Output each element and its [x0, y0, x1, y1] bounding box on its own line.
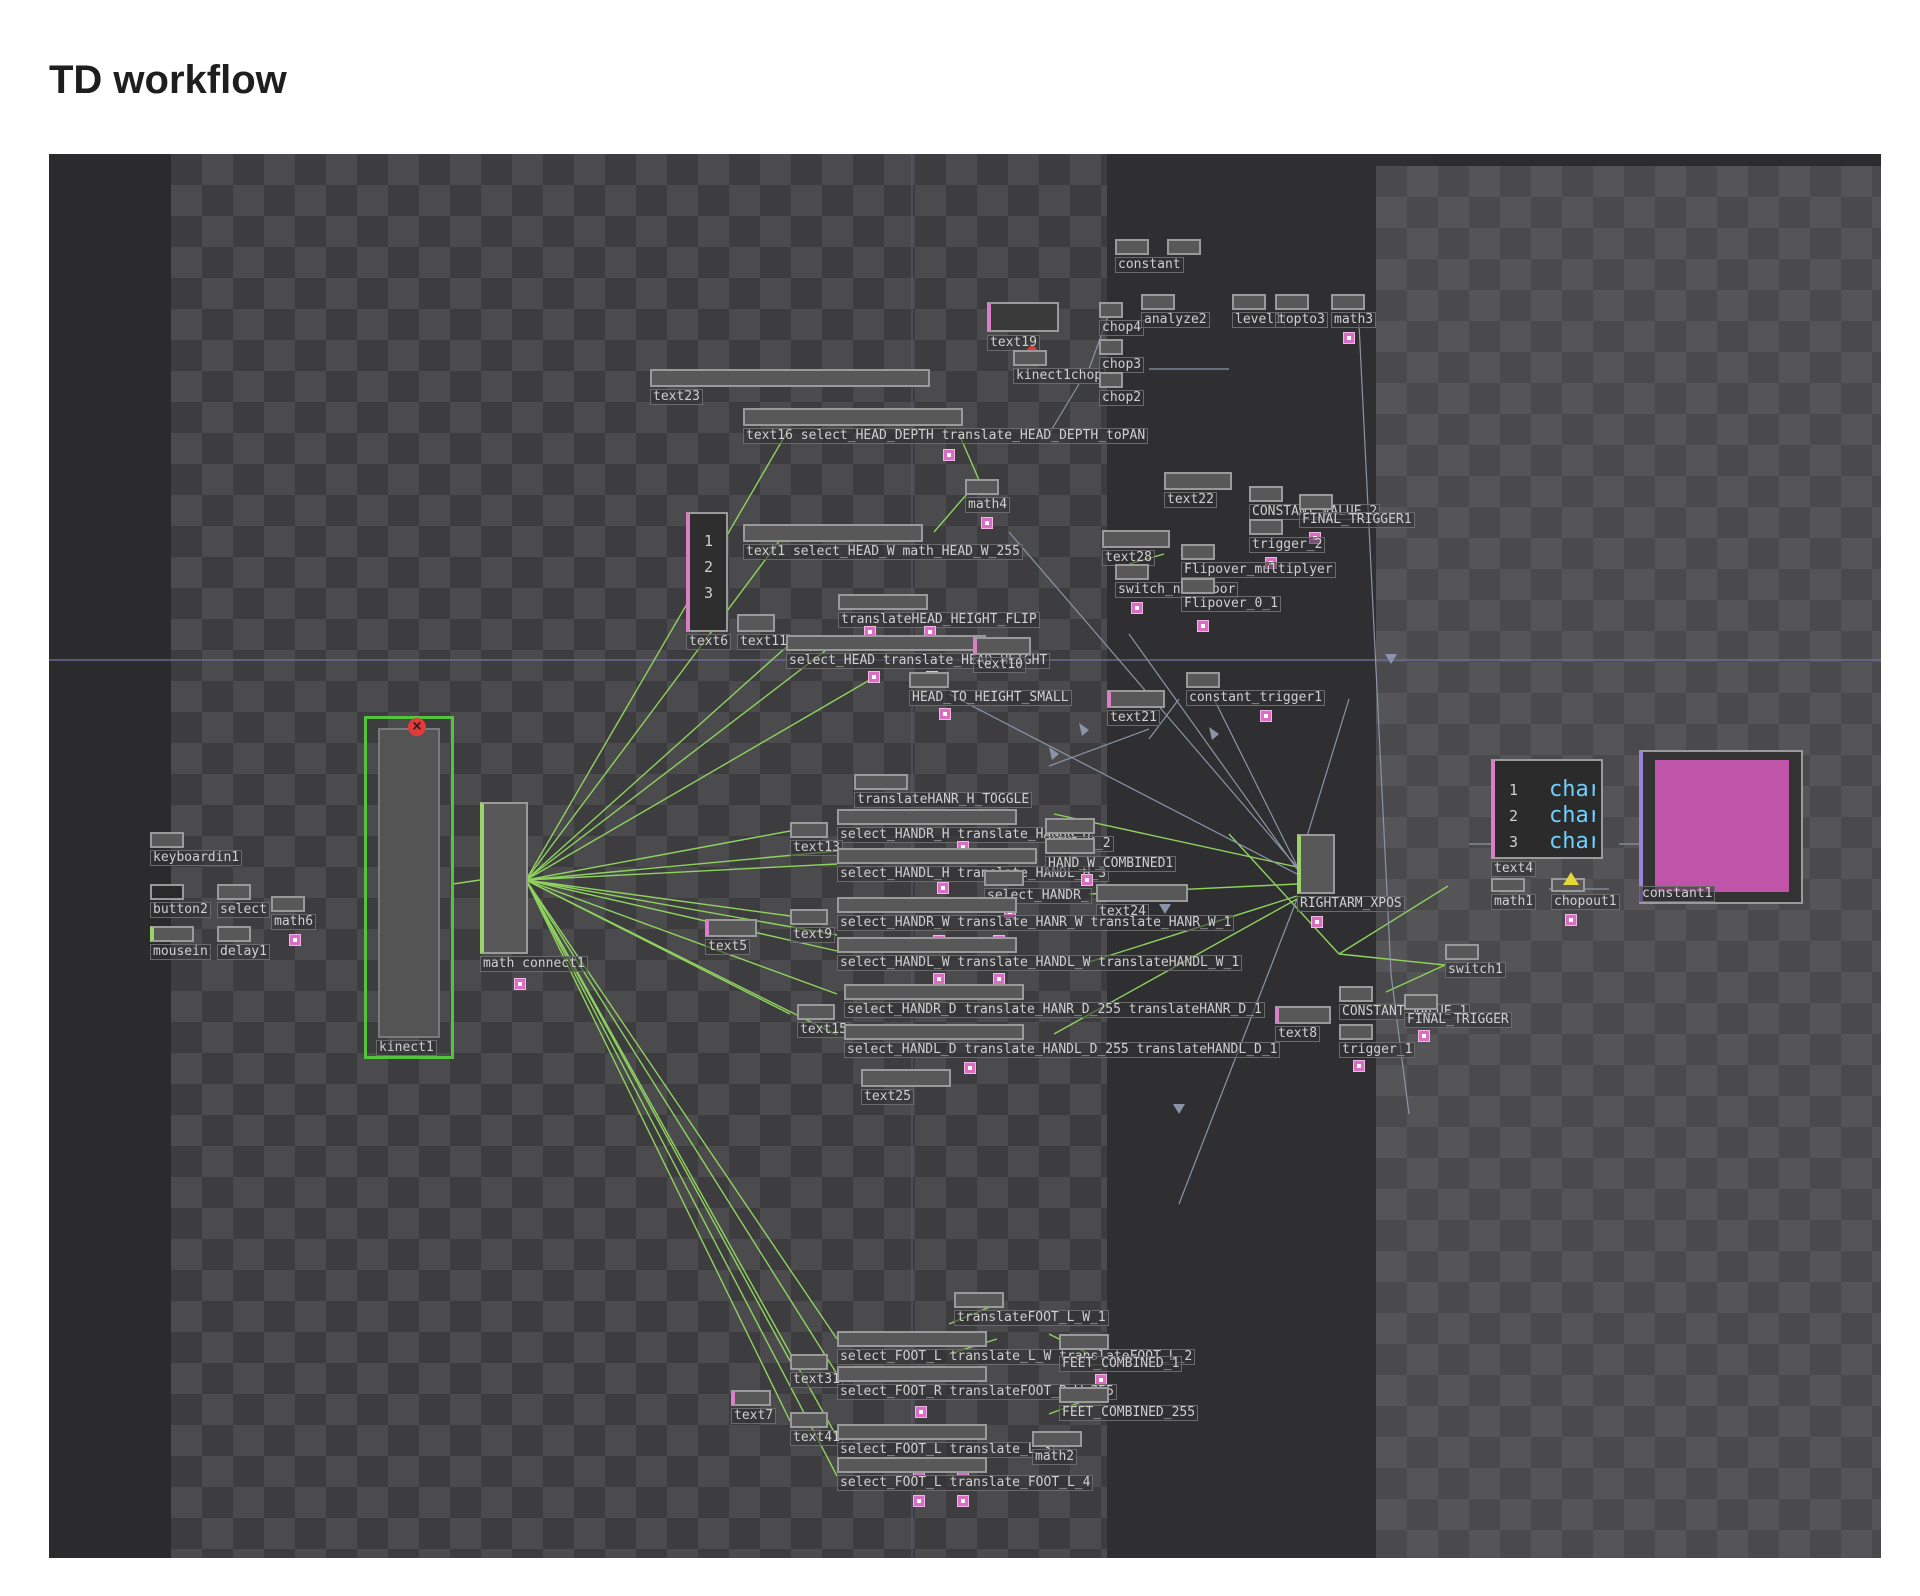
node-label: text10 — [973, 657, 1026, 673]
viewer-flag-icon[interactable] — [915, 1406, 927, 1418]
node-label: text21 — [1107, 710, 1160, 726]
node-label: keyboardin1 — [150, 850, 243, 866]
node-label: text9 — [790, 927, 836, 943]
viewer-flag-icon[interactable] — [1353, 1060, 1365, 1072]
green-wires — [452, 433, 1449, 1477]
node-label: select_HANDL_W translate_HANDL_W transla… — [837, 955, 1243, 971]
kinect1-preview — [378, 728, 440, 1038]
viewer-flag-icon[interactable] — [868, 671, 880, 683]
node-label: math2 — [1032, 1449, 1078, 1465]
node-label: delay1 — [217, 944, 270, 960]
viewer-flag-icon[interactable] — [1081, 874, 1093, 886]
node-label: select — [217, 902, 270, 918]
node-label: translateHEAD_HEIGHT_FLIP — [838, 612, 1040, 628]
viewer-flag-icon[interactable] — [514, 978, 526, 990]
node-label: select_HANDL_H translate_HANDL_H_3 — [837, 866, 1110, 882]
node-label: text7 — [731, 1408, 777, 1424]
node-label: text4 — [1491, 861, 1537, 877]
node-label: translateFOOT_L_W_1 — [954, 1310, 1109, 1326]
viewer-flag-icon[interactable] — [1565, 914, 1577, 926]
node-label: translateHANR_H_TOGGLE — [854, 792, 1033, 808]
node-label: mousein — [150, 944, 211, 960]
node-label: select_HANDR_W translate_HANR_W translat… — [837, 915, 1235, 931]
node-label: select_FOOT_L translate_L_3 — [837, 1442, 1055, 1458]
viewer-flag-icon[interactable] — [1197, 620, 1209, 632]
node-label: chop2 — [1099, 390, 1145, 406]
node-label: text22 — [1164, 492, 1217, 508]
viewer-flag-icon[interactable] — [289, 934, 301, 946]
node-label: chopout1 — [1551, 894, 1620, 910]
node-label: kinect1chop — [1013, 368, 1106, 384]
node-label: text31 — [790, 1372, 843, 1388]
node-label: text13 — [790, 840, 843, 856]
node-label: analyze2 — [1141, 312, 1210, 328]
network-editor-canvas[interactable]: constant chop4 analyze2 level1 topto3 ma… — [49, 154, 1881, 1558]
node-label: text41 — [790, 1430, 843, 1446]
viewer-flag-icon[interactable] — [957, 1495, 969, 1507]
node-label: chop3 — [1099, 357, 1145, 373]
viewer-flag-icon[interactable] — [1343, 332, 1355, 344]
node-label: constant — [1115, 257, 1184, 273]
error-icon: × — [408, 718, 426, 736]
node-label: math1 — [1491, 894, 1537, 910]
node-label: select_HANDR_D translate_HANR_D_255 tran… — [844, 1002, 1265, 1018]
node-label: math6 — [271, 914, 317, 930]
node-label: text23 — [650, 389, 703, 405]
node-label: text28 — [1102, 550, 1155, 566]
page-title: TD workflow — [49, 58, 287, 102]
viewer-flag-icon[interactable] — [964, 1062, 976, 1074]
node-label: HEAD_TO_HEIGHT_SMALL — [909, 690, 1072, 706]
constant1-preview-swatch — [1655, 760, 1789, 892]
viewer-flag-icon[interactable] — [1418, 1030, 1430, 1042]
node-label: Flipover_multiplyer — [1181, 562, 1336, 578]
node-label: switch1 — [1445, 962, 1506, 978]
node-label: FINAL_TRIGGER — [1404, 1012, 1512, 1028]
node-label: select_FOOT_L translate_FOOT_L_4 — [837, 1475, 1094, 1491]
node-label: constant_trigger1 — [1186, 690, 1326, 706]
node-label: select_FOOT_R translateFOOT_R_W_255 — [837, 1384, 1117, 1400]
node-label: text5 — [705, 939, 751, 955]
node-label: text6 — [686, 634, 732, 650]
node-label: level1 — [1232, 312, 1285, 328]
node-label: trigger_1 — [1339, 1042, 1416, 1058]
node-label: select_HANDL_D translate_HANDL_D_255 tra… — [844, 1042, 1281, 1058]
node-label: topto3 — [1275, 312, 1328, 328]
node-label: text19 — [987, 335, 1040, 351]
node-label: Flipover_0_1 — [1181, 596, 1281, 612]
node-label: select_HANDR_H translate_HANDR_H — [837, 827, 1094, 843]
node-label: trigger_2 — [1249, 537, 1326, 553]
viewer-flag-icon[interactable] — [939, 708, 951, 720]
node-label: text15 — [797, 1022, 850, 1038]
node-label: text16 select_HEAD_DEPTH translate_HEAD_… — [743, 428, 1149, 444]
node-label: FEET_COMBINED_1 — [1059, 1356, 1183, 1372]
node-label: chop4 — [1099, 320, 1145, 336]
node-label: text8 — [1275, 1026, 1321, 1042]
node-label: text11 — [737, 634, 790, 650]
node-label: RIGHTARM_XPOS — [1297, 896, 1405, 912]
viewer-flag-icon[interactable] — [943, 449, 955, 461]
node-label: kinect1 — [376, 1040, 437, 1056]
node-label: math connect1 — [480, 956, 588, 972]
viewer-flag-icon[interactable] — [981, 517, 993, 529]
viewer-flag-icon[interactable] — [1131, 602, 1143, 614]
node-label: constant1 — [1639, 886, 1716, 902]
node-label: HAND_W_COMBINED1 — [1045, 856, 1177, 872]
viewer-flag-icon[interactable] — [1260, 710, 1272, 722]
viewer-flag-icon[interactable] — [1311, 916, 1323, 928]
node-label: FINAL_TRIGGER1 — [1299, 512, 1415, 528]
warning-icon — [1563, 872, 1579, 885]
node-label: text25 — [861, 1089, 914, 1105]
viewer-flag-icon[interactable] — [913, 1495, 925, 1507]
node-label: button2 — [150, 902, 211, 918]
viewer-flag-icon[interactable] — [937, 882, 949, 894]
node-label: FEET_COMBINED_255 — [1059, 1405, 1199, 1421]
node-label: text1 select_HEAD_W math_HEAD_W_255 — [743, 544, 1023, 560]
node-label: math3 — [1331, 312, 1377, 328]
code-preview: charcharchar — [1549, 777, 1595, 854]
node-label: math4 — [965, 497, 1011, 513]
